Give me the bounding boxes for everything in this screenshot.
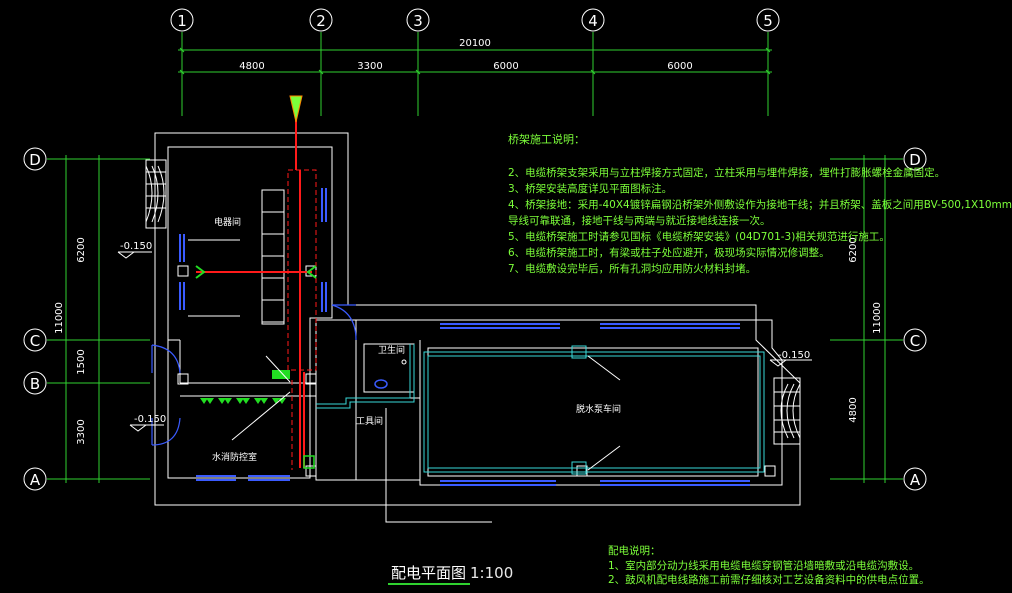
dimension-B-A-left: 3300	[76, 419, 87, 444]
entry-marker-icon	[289, 95, 303, 123]
dimension-D-C-left: 6200	[76, 237, 87, 262]
lamp-fixtures	[200, 398, 286, 404]
dimension-C-A-right: 4800	[848, 397, 859, 422]
axis-label-D-left: D	[29, 151, 41, 169]
dimension-lines-top	[178, 47, 772, 75]
axis-label-2: 2	[316, 12, 326, 30]
title-underline	[388, 583, 470, 585]
axis-labels-top: 1 2 3 4 5	[177, 12, 773, 30]
axis-lines-horizontal	[47, 155, 903, 483]
level-electrical-room: -0.150	[120, 241, 152, 252]
axis-label-D-right: D	[909, 151, 921, 169]
axis-lines-vertical	[181, 32, 769, 116]
room-label-tools: 工具间	[356, 415, 383, 427]
dimension-text-top: 20100 4800 3300 6000 6000	[239, 38, 692, 72]
cable-trench	[316, 344, 765, 475]
level-pump-room: -0.150	[134, 414, 166, 425]
axis-label-A-left: A	[30, 471, 41, 489]
axis-label-5: 5	[763, 12, 773, 30]
doors[interactable]	[151, 304, 357, 446]
drawing-scale: 1:100	[470, 564, 514, 582]
axis-bubbles-top	[170, 8, 780, 32]
dimension-2-3: 3300	[357, 61, 382, 72]
room-label-main: 脱水泵车间	[576, 403, 621, 415]
axis-label-C-left: C	[30, 332, 40, 350]
bridge-note-line: 3、桥架安装高度详见平面图标注。	[508, 183, 673, 195]
dimension-total-right: 11000	[872, 302, 883, 334]
axis-labels-side: D C B A D C A	[29, 151, 921, 489]
distribution-note-line: 2、鼓风机配电线路施工前需仔细核对工艺设备资料中的供电点位置。	[608, 574, 930, 586]
dimension-3-4: 6000	[493, 61, 518, 72]
room-label-pump: 水消防控室	[212, 451, 257, 463]
axis-label-A-right: A	[910, 471, 921, 489]
axis-bubbles-side	[23, 147, 927, 491]
bridge-notes: 桥架施工说明： 2、电缆桥架支架采用与立柱焊接方式固定，立柱采用与埋件焊接，埋件…	[508, 131, 1012, 277]
axis-label-4: 4	[588, 12, 598, 30]
bridge-note-line: 4、桥架接地：采用-40X4镀锌扁钢沿桥架外侧敷设作为接地干线；并且桥架、盖板之…	[508, 199, 1012, 211]
dimension-4-5: 6000	[667, 61, 692, 72]
bridge-note-line: 6、电缆桥架施工时，有梁或柱子处应避开，极现场实际情况修调整。	[508, 247, 830, 259]
bridge-notes-title: 桥架施工说明：	[508, 133, 585, 146]
axis-label-C-right: C	[910, 332, 920, 350]
cable-bridge	[196, 110, 312, 468]
bridge-note-line: 7、电缆敷设完毕后，所有孔洞均应用防火材料封堵。	[508, 263, 757, 275]
dimension-text-side: 6200 1500 3300 11000 6200 4800 11000	[54, 237, 883, 444]
dimension-D-C-right: 6200	[848, 237, 859, 262]
stairs-left	[145, 159, 167, 229]
dimension-total: 20100	[459, 38, 491, 49]
bridge-note-line: 2、电缆桥架支架采用与立柱焊接方式固定，立柱采用与埋件焊接，埋件打膨胀螺栓金属固…	[508, 167, 946, 179]
cable-bridge-dashed	[287, 169, 317, 470]
axis-label-3: 3	[413, 12, 423, 30]
level-main-hall: -0.150	[778, 350, 810, 361]
bridge-note-line: 导线可靠联通，接地干线与两端与就近接地线连接一次。	[508, 215, 771, 227]
bridge-note-line: 5、电缆桥架施工时请参见国标《电缆桥架安装》(04D701-3)相关规范进行施工…	[508, 231, 890, 243]
level-markers	[117, 251, 812, 432]
distribution-notes-title: 配电说明：	[608, 545, 661, 557]
stairs-right	[773, 377, 801, 445]
distribution-note-line: 1、室内部分动力线采用电缆电缆穿钢管沿墙暗敷或沿电缆沟敷设。	[608, 560, 920, 572]
junction-box-icon	[303, 455, 315, 469]
room-label-bathroom: 卫生间	[378, 344, 405, 356]
axis-label-B-left: B	[30, 375, 40, 393]
dimension-total-left: 11000	[54, 302, 65, 334]
cad-floor-plan: 1 2 3 4 5 20100 4800 3300 6000 6000 D	[23, 8, 927, 523]
axis-label-1: 1	[177, 12, 187, 30]
wall-fixtures	[195, 265, 317, 279]
leader-lines	[188, 239, 621, 523]
level-text: -0.150 -0.150 -0.150	[120, 241, 810, 425]
distribution-notes: 配电说明： 1、室内部分动力线采用电缆电缆穿钢管沿墙暗敷或沿电缆沟敷设。 2、鼓…	[608, 543, 930, 587]
dimension-C-B-left: 1500	[76, 349, 87, 374]
room-labels: 电器间 卫生间 工具间 水消防控室 脱水泵车间	[212, 216, 621, 463]
distribution-box-icon	[272, 370, 290, 379]
room-label-electrical: 电器间	[214, 216, 241, 228]
dimension-1-2: 4800	[239, 61, 264, 72]
toilet-icon	[374, 379, 388, 389]
drawing-title: 配电平面图	[391, 564, 467, 582]
floor-drain-icon	[401, 359, 407, 365]
switchgear-cabinets	[261, 189, 285, 325]
windows	[179, 188, 750, 486]
